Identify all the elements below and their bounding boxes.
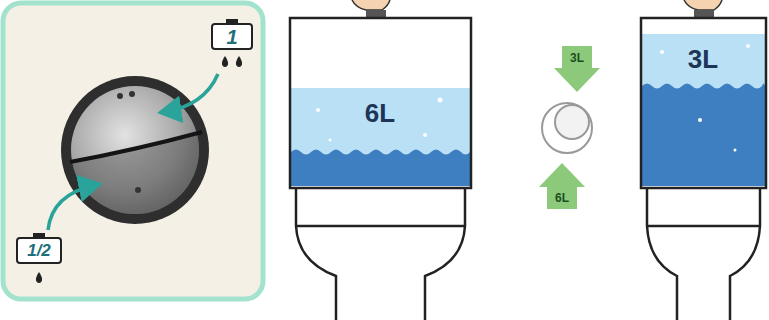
text-node: 3L [562,46,592,69]
panel [3,3,263,299]
pointer-arrow [164,74,218,112]
text-node: 6L [345,94,415,132]
drop [36,272,42,283]
block-arrow [539,163,585,187]
water [642,34,765,186]
arrow-label: 6L [555,192,569,204]
dual-button [542,103,592,153]
cistern [290,18,471,188]
volume-label: 6L [365,100,395,126]
toilet-bowl [647,188,760,320]
text-node: 6L [547,186,577,209]
toilet-bowl [296,188,465,320]
text-node: 1/2 [17,238,61,263]
water [291,88,470,186]
volume-label: 3L [688,46,718,72]
pointer-arrow [48,185,96,230]
drop [222,56,228,67]
cistern-icon-label: 1/2 [27,242,51,259]
text-node: 3L [668,40,738,78]
arrow-label: 3L [570,52,584,64]
text-node: 1 [212,24,252,49]
block-arrow [562,46,592,69]
hand [684,0,722,10]
hand [352,0,390,10]
drop [236,56,242,67]
cistern-icon-label: 1 [226,27,237,47]
cistern [641,18,766,188]
